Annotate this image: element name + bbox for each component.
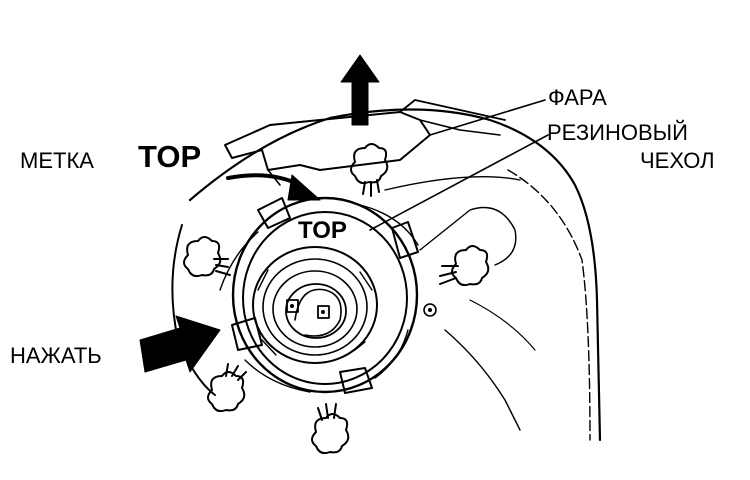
headlight-label: ФАРА [548,85,607,110]
arrow-up-icon [340,54,380,126]
mark-top-label: TOP [138,139,202,174]
mark-label: МЕТКА [20,148,94,173]
finger-left [183,236,231,278]
press-label: НАЖАТЬ [10,343,102,368]
finger-bottom [311,403,350,455]
press-points [183,143,490,455]
cover-top-mark: TOP [298,217,347,244]
rubber-cover-label-line2: ЧЕХОЛ [640,148,715,173]
rubber-cover [219,196,419,394]
leader-lines [369,99,549,231]
finger-bottom-left [207,363,247,413]
finger-top [350,143,389,197]
curved-arrow-icon [226,173,321,201]
rubber-cover-label-line1: РЕЗИНОВЫЙ [547,120,688,145]
arrow-right-icon [139,315,221,373]
finger-right [439,245,490,287]
bulb-socket [252,246,378,364]
